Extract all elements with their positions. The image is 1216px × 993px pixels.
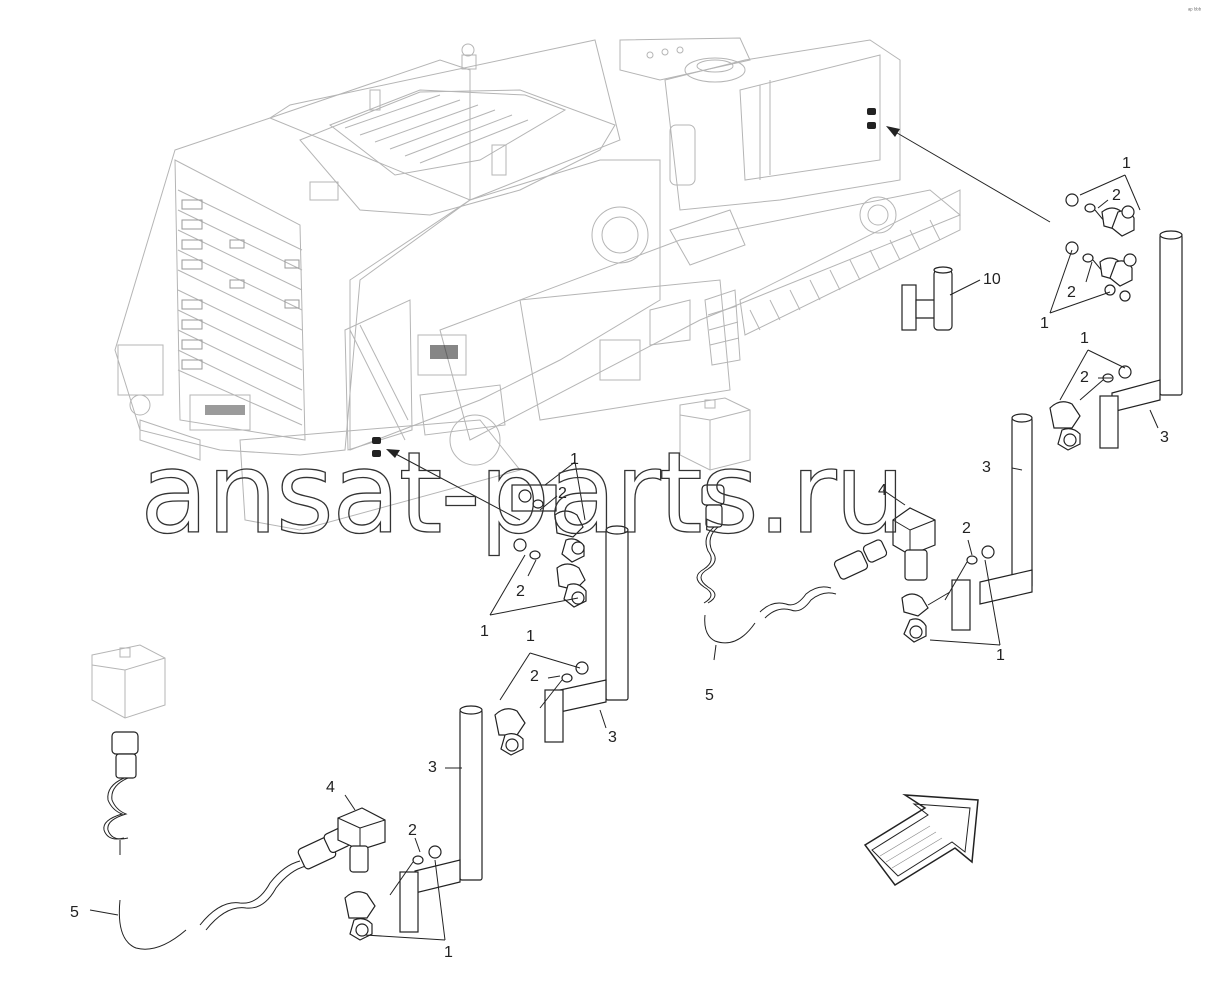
- callout-1: 1: [444, 944, 453, 961]
- callout-2: 2: [1067, 284, 1076, 301]
- callout-10: 10: [983, 271, 1001, 288]
- callout-1: 1: [570, 451, 579, 468]
- callout-3: 3: [1160, 429, 1169, 446]
- callout-1: 1: [1080, 330, 1089, 347]
- callout-1: 1: [1122, 155, 1131, 172]
- callout-5: 5: [705, 687, 714, 704]
- direction-arrow-icon: [863, 794, 979, 886]
- sensor-part-4-left: [337, 794, 386, 873]
- callout-labels: 1 2 2 1 10 1 2 3 3 4 2 1 5 1 2 2 1 1 2 3…: [70, 155, 1169, 961]
- callout-4: 4: [878, 482, 887, 499]
- callout-2: 2: [530, 668, 539, 685]
- watermark: ansat-parts.ru: [140, 429, 904, 559]
- clamp-group-upper-center: [489, 461, 629, 743]
- callout-4: 4: [326, 779, 335, 796]
- mount-marker-lower: [372, 437, 381, 457]
- callout-3: 3: [608, 729, 617, 746]
- callout-1: 1: [480, 623, 489, 640]
- callout-2: 2: [1080, 369, 1089, 386]
- machine-outline-icon: [114, 37, 961, 531]
- clamp-group-upper-right: [1049, 174, 1183, 449]
- callout-2: 2: [558, 485, 567, 502]
- pointer-arrow-upper: [886, 126, 1051, 223]
- corner-code: ᵃᵖ ᵇᵇᵇ: [1188, 7, 1202, 14]
- control-box-center: [679, 397, 751, 471]
- callout-3: 3: [428, 759, 437, 776]
- callout-1: 1: [996, 647, 1005, 664]
- clamp-group-center: [494, 652, 607, 756]
- cable-part-5-center: [696, 484, 888, 661]
- control-box-left: [91, 644, 166, 719]
- clamp-group-right-lower: [901, 539, 1001, 646]
- callout-3: 3: [982, 459, 991, 476]
- callout-2: 2: [408, 822, 417, 839]
- callout-2: 2: [962, 520, 971, 537]
- bracket-part-10: [901, 266, 981, 331]
- callout-1: 1: [1040, 315, 1049, 332]
- clamp-group-lower-left: [344, 705, 483, 941]
- mount-marker-upper: [867, 108, 876, 129]
- callout-5: 5: [70, 904, 79, 921]
- cable-part-5-left: [89, 731, 351, 950]
- callout-2: 2: [1112, 187, 1121, 204]
- sensor-part-4-right: [882, 489, 936, 581]
- callout-2: 2: [516, 583, 525, 600]
- pointer-arrow-lower: [386, 449, 521, 521]
- clamp-group-right-middle: [951, 349, 1159, 631]
- callout-1: 1: [526, 628, 535, 645]
